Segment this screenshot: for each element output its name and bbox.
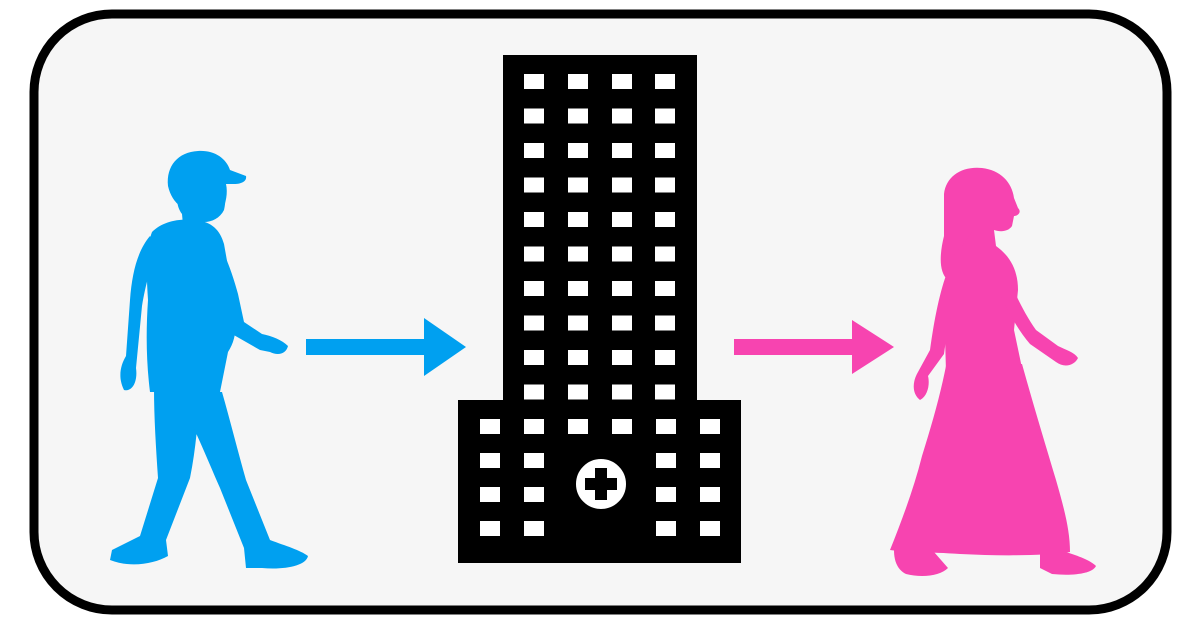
medical-cross-icon [570, 453, 632, 515]
building-window [568, 108, 588, 124]
building-window [524, 177, 544, 193]
building-window [655, 350, 675, 365]
base-windows [480, 419, 720, 536]
building-window [612, 384, 632, 400]
building-window [612, 419, 632, 434]
building-window [568, 281, 588, 296]
building-window [612, 212, 632, 227]
building-window [612, 108, 632, 124]
man-walking-icon [110, 150, 308, 569]
building-window [524, 521, 544, 536]
building-window [612, 315, 632, 331]
building-window [524, 246, 544, 262]
building-window [480, 419, 500, 434]
building-window [655, 74, 675, 89]
building-window [655, 108, 675, 124]
arrow-right-icon [306, 318, 466, 376]
building-window [524, 74, 544, 89]
building-window [655, 384, 675, 400]
building-window [568, 212, 588, 227]
building-window [700, 521, 720, 536]
arrow-right-icon [734, 320, 894, 374]
building-window [656, 487, 676, 502]
building-window [612, 74, 632, 89]
building-window [700, 453, 720, 468]
building-window [655, 315, 675, 331]
building-window [568, 246, 588, 262]
building-window [656, 521, 676, 536]
building-window [612, 143, 632, 158]
building-window [480, 521, 500, 536]
building-window [568, 143, 588, 158]
building-window [480, 453, 500, 468]
building-window [480, 487, 500, 502]
building-window [655, 177, 675, 193]
building-window [568, 315, 588, 331]
building-window [524, 487, 544, 502]
building-window [524, 453, 544, 468]
building-window [568, 419, 588, 434]
building-entrance [568, 528, 632, 563]
building-window [524, 315, 544, 331]
building-window [568, 177, 588, 193]
building-window [524, 419, 544, 434]
building-window [612, 246, 632, 262]
building-window [655, 281, 675, 296]
building-window [612, 350, 632, 365]
building-window [655, 143, 675, 158]
tower-windows [524, 74, 675, 400]
building-window [524, 212, 544, 227]
hospital-building-icon [458, 55, 741, 563]
building-window [524, 281, 544, 296]
building-window [655, 212, 675, 227]
building-window [568, 74, 588, 89]
building-window [568, 384, 588, 400]
building-window [568, 350, 588, 365]
building-window [524, 350, 544, 365]
woman-walking-icon [890, 167, 1096, 576]
building-window [524, 384, 544, 400]
building-window [655, 246, 675, 262]
building-window [656, 453, 676, 468]
building-window [700, 487, 720, 502]
building-window [700, 419, 720, 434]
building-window [524, 108, 544, 124]
building-window [612, 177, 632, 193]
building-window [656, 419, 676, 434]
building-window [612, 281, 632, 296]
building-window [524, 143, 544, 158]
